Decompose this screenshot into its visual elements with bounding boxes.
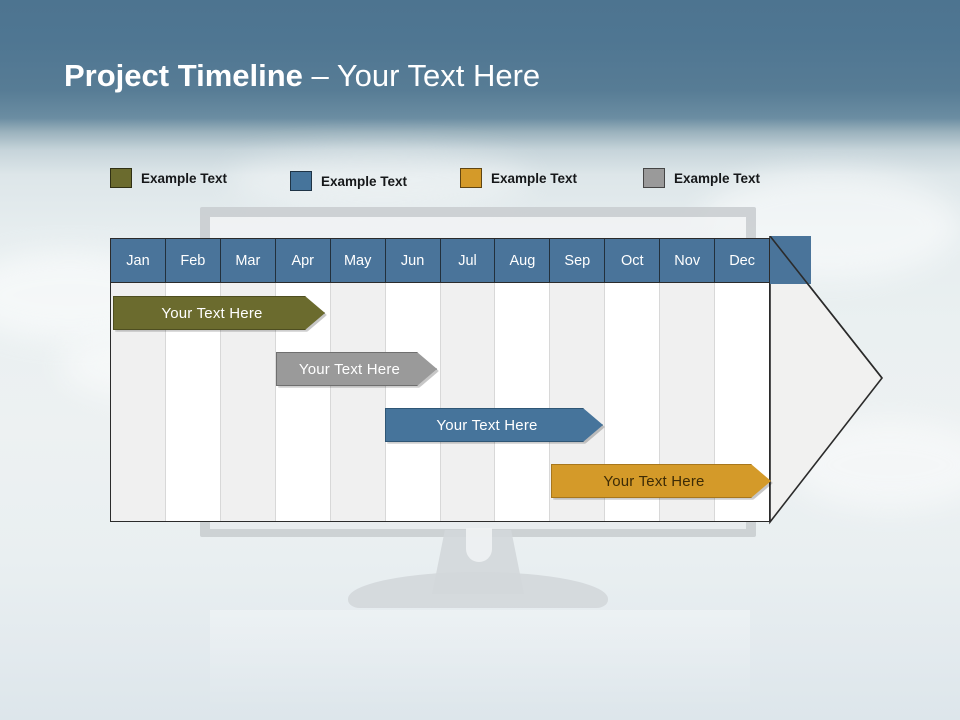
month-header-sep[interactable]: Sep: [549, 239, 605, 282]
gantt-column-aug: [494, 239, 550, 521]
month-header-feb[interactable]: Feb: [164, 239, 220, 282]
month-header-nov[interactable]: Nov: [659, 239, 715, 282]
header-underline: [111, 282, 769, 283]
task-bar-label: Your Text Here: [298, 360, 401, 378]
legend-item-label: Example Text: [141, 170, 228, 186]
task-bar-shape: [276, 352, 437, 386]
task-bar-label: Your Text Here: [436, 416, 538, 434]
month-header-mar[interactable]: Mar: [219, 239, 275, 282]
gantt-column-jan: [111, 239, 165, 521]
month-header-apr[interactable]: Apr: [274, 239, 330, 282]
task-bar-label: Your Text Here: [161, 304, 263, 322]
legend-swatch-olive: [110, 168, 132, 188]
timeline-arrow-outline: [769, 236, 884, 525]
page-title-strong: Project Timeline: [64, 58, 303, 93]
legend-item-label: Example Text: [674, 170, 761, 186]
legend-item-label: Example Text: [321, 173, 408, 189]
legend-item[interactable]: Example Text: [110, 168, 227, 188]
task-bar[interactable]: Your Text Here: [113, 296, 325, 330]
legend-item[interactable]: Example Text: [460, 168, 577, 188]
monitor-stand-base: [348, 572, 608, 608]
gantt-column-jul: [439, 239, 495, 521]
month-header-dec[interactable]: Dec: [714, 239, 770, 282]
task-bar-shape: [113, 296, 325, 330]
month-header-oct[interactable]: Oct: [604, 239, 660, 282]
monitor-reflection: [210, 610, 750, 710]
legend-swatch-gray: [643, 168, 665, 188]
legend-item[interactable]: Example Text: [290, 171, 407, 191]
month-header-aug[interactable]: Aug: [494, 239, 550, 282]
page-title-light: – Your Text Here: [302, 58, 541, 93]
legend-swatch-gold: [460, 168, 482, 188]
month-header-jun[interactable]: Jun: [384, 239, 440, 282]
gantt-column-mar: [219, 239, 275, 521]
month-header-may[interactable]: May: [329, 239, 385, 282]
legend-item-label: Example Text: [491, 170, 578, 186]
task-bar[interactable]: Your Text Here: [276, 352, 437, 386]
month-header-jul[interactable]: Jul: [439, 239, 495, 282]
legend-swatch-blue: [290, 171, 312, 191]
legend-item[interactable]: Example Text: [643, 168, 760, 188]
legend: Example Text Example Text Example Text Exam…: [110, 168, 810, 194]
task-bar[interactable]: Your Text Here: [385, 408, 603, 442]
page-title: Project Timeline – Your Text Here: [64, 58, 540, 94]
task-bar[interactable]: Your Text Here: [551, 464, 771, 498]
task-bar-label: Your Text Here: [603, 472, 705, 490]
monitor-stand-notch: [466, 528, 492, 562]
task-bar-shape: [551, 464, 771, 498]
gantt-column-feb: [164, 239, 220, 521]
task-bar-shape: [385, 408, 603, 442]
month-header-jan[interactable]: Jan: [111, 239, 165, 282]
